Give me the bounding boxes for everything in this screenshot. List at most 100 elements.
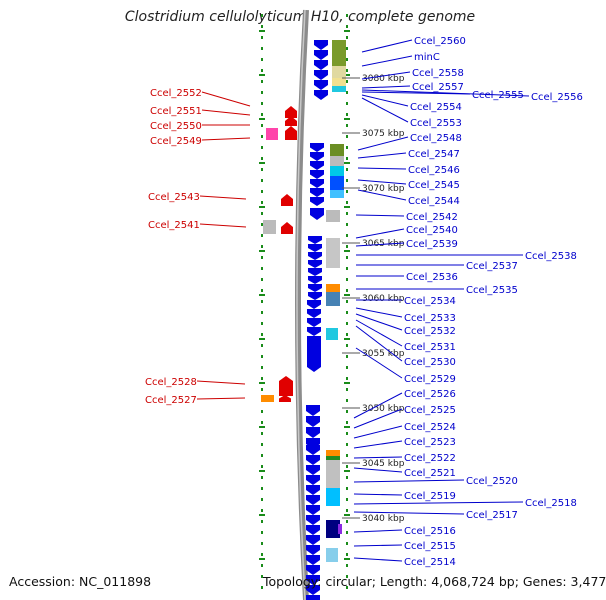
gene-label[interactable]: Ccel_2551 — [150, 106, 202, 117]
gene-label[interactable]: Ccel_2542 — [406, 212, 458, 223]
gene-label[interactable]: Ccel_2554 — [410, 102, 462, 113]
gene-label[interactable]: Ccel_2523 — [404, 437, 456, 448]
grid-dot — [261, 410, 263, 413]
gene-label[interactable]: Ccel_2547 — [408, 149, 460, 160]
cog-block — [326, 488, 340, 506]
forward-gene-arrow — [285, 126, 297, 140]
forward-gene-arrow — [279, 376, 293, 396]
gene-label[interactable]: Ccel_2528 — [145, 377, 197, 388]
grid-tick — [259, 162, 265, 164]
grid-dot — [346, 102, 348, 105]
gene-label[interactable]: Ccel_2525 — [404, 405, 456, 416]
grid-tick — [259, 382, 265, 384]
gene-label[interactable]: Ccel_2558 — [412, 68, 464, 79]
gene-label[interactable]: Ccel_2514 — [404, 557, 456, 568]
label-leader-line — [196, 380, 246, 385]
kbp-label: 3040 kbp — [362, 514, 405, 524]
gene-label[interactable]: Ccel_2553 — [410, 118, 462, 129]
grid-dot — [346, 25, 348, 28]
gene-label[interactable]: Ccel_2519 — [404, 491, 456, 502]
gene-label[interactable]: Ccel_2552 — [150, 88, 202, 99]
gene-label[interactable]: Ccel_2533 — [404, 313, 456, 324]
accession-label: Accession: NC_011898 — [9, 574, 152, 589]
gene-label[interactable]: Ccel_2550 — [150, 121, 202, 132]
grid-dot — [346, 113, 348, 116]
gene-label[interactable]: Ccel_2530 — [404, 357, 456, 368]
label-leader-line — [353, 467, 403, 473]
gene-label[interactable]: Ccel_2531 — [404, 342, 456, 353]
topology-label: Topology: circular; Length: 4,068,724 bp… — [263, 574, 606, 589]
grid-tick — [344, 162, 350, 164]
gene-label[interactable]: Ccel_2527 — [145, 395, 197, 406]
gene-label[interactable]: Ccel_2541 — [148, 220, 200, 231]
gene-label[interactable]: Ccel_2544 — [408, 196, 460, 207]
gene-label[interactable]: Ccel_2539 — [406, 239, 458, 250]
gene-label[interactable]: Ccel_2526 — [404, 389, 456, 400]
grid-dot — [261, 201, 263, 204]
forward-gene-labels: Ccel_2552Ccel_2551Ccel_2550Ccel_2549Ccel… — [145, 88, 251, 406]
gene-label[interactable]: Ccel_2545 — [408, 180, 460, 191]
gene-label[interactable]: Ccel_2538 — [525, 251, 577, 262]
grid-dot — [261, 454, 263, 457]
grid-dot — [261, 498, 263, 501]
gene-label[interactable]: Ccel_2524 — [404, 422, 456, 433]
grid-dot — [346, 58, 348, 61]
gene-label[interactable]: Ccel_2517 — [466, 510, 518, 521]
gene-label[interactable]: Ccel_2516 — [404, 526, 456, 537]
grid-tick — [259, 294, 265, 296]
grid-tick — [259, 470, 265, 472]
gene-label[interactable]: Ccel_2520 — [466, 476, 518, 487]
gene-label[interactable]: Ccel_2557 — [412, 82, 464, 93]
gene-label[interactable]: Ccel_2521 — [404, 468, 456, 479]
genome-backbone — [295, 9, 309, 600]
gene-label[interactable]: Ccel_2540 — [406, 225, 458, 236]
grid-dot — [261, 58, 263, 61]
grid-dot — [346, 179, 348, 182]
grid-tick — [344, 30, 350, 32]
grid-tick — [259, 514, 265, 516]
gene-label[interactable]: Ccel_2529 — [404, 374, 456, 385]
grid-dot — [346, 344, 348, 347]
gene-label[interactable]: Ccel_2536 — [406, 272, 458, 283]
label-leader-line — [355, 313, 403, 331]
gene-label[interactable]: Ccel_2549 — [150, 136, 202, 147]
gene-label[interactable]: Ccel_2556 — [531, 92, 583, 103]
reverse-gene-arrow — [308, 252, 322, 260]
reverse-gene-arrow — [308, 292, 322, 300]
cog-blocks — [261, 40, 346, 562]
gene-label[interactable]: Ccel_2515 — [404, 541, 456, 552]
reverse-gene-arrow — [306, 525, 320, 535]
grid-dot — [346, 157, 348, 160]
gene-label[interactable]: Ccel_2537 — [466, 261, 518, 272]
gene-label[interactable]: Ccel_2522 — [404, 453, 456, 464]
grid-dot — [261, 311, 263, 314]
grid-tick — [259, 30, 265, 32]
grid-dot — [346, 476, 348, 479]
grid-dot — [346, 366, 348, 369]
gene-label[interactable]: Ccel_2518 — [525, 498, 577, 509]
gene-label[interactable]: Ccel_2555 — [472, 90, 524, 101]
gene-label[interactable]: Ccel_2532 — [404, 326, 456, 337]
gene-label[interactable]: Ccel_2560 — [414, 36, 466, 47]
label-leader-line — [353, 392, 403, 419]
grid-dot — [346, 311, 348, 314]
gene-label[interactable]: Ccel_2546 — [408, 165, 460, 176]
gene-label[interactable]: minC — [414, 52, 440, 63]
grid-dot — [261, 223, 263, 226]
grid-dot — [261, 289, 263, 292]
grid-dot — [261, 14, 263, 17]
grid-dot — [346, 322, 348, 325]
gene-label[interactable]: Ccel_2534 — [404, 296, 456, 307]
gene-label[interactable]: Ccel_2548 — [410, 133, 462, 144]
reverse-gene-arrow — [310, 188, 324, 197]
grid-tick — [344, 514, 350, 516]
gene-label[interactable]: Ccel_2543 — [148, 192, 200, 203]
reverse-gene-arrow — [307, 300, 321, 309]
grid-tick — [344, 206, 350, 208]
grid-tick — [344, 250, 350, 252]
label-leader-line — [357, 189, 407, 201]
reverse-gene-arrow — [310, 143, 324, 152]
grid-dot — [346, 520, 348, 523]
gene-label[interactable]: Ccel_2535 — [466, 285, 518, 296]
